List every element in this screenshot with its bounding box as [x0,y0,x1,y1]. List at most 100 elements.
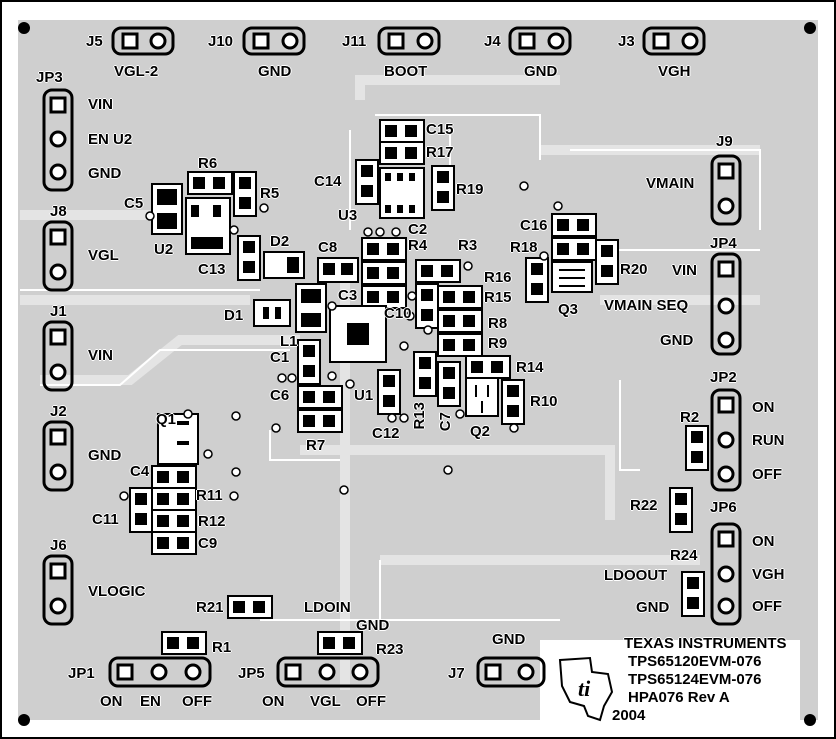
ref-c11: C11 [92,511,119,528]
jp1-pin3: OFF [182,693,212,710]
jp6-pin2: VGH [752,566,785,583]
ref-c15: C15 [426,121,454,138]
j7-label: GND [492,631,526,648]
jp1-pin1: ON [100,693,123,710]
j4-ref: J4 [484,33,501,50]
ref-c5: C5 [124,195,144,212]
ref-r8: R8 [488,315,508,332]
ldoin-label: LDOIN [304,599,351,616]
jp3-pin1: VIN [88,96,114,113]
j10-label: GND [258,63,292,80]
ref-r17: R17 [426,144,454,161]
ref-r11: R11 [196,487,223,504]
svg-text:ti: ti [578,676,591,701]
j2-label: GND [88,447,122,464]
ref-r2: R2 [680,409,700,426]
ref-r6: R6 [198,155,218,172]
jp2-ref: JP2 [710,369,737,386]
ldoout-gnd-label: GND [636,599,670,616]
ref-r19: R19 [456,181,484,198]
j5-ref: J5 [86,33,103,50]
jp1-ref: JP1 [68,665,95,682]
ref-q2: Q2 [470,423,491,440]
ref-c1: C1 [270,349,290,366]
ref-r23: R23 [376,641,404,658]
mounting-hole [804,714,816,726]
ref-r18: R18 [510,239,538,256]
mounting-hole [18,22,30,34]
title-part2: TPS65124EVM-076 [628,671,762,688]
jp1-pin2: EN [140,693,161,710]
jp3-pin3: GND [88,165,122,182]
title-part1: TPS65120EVM-076 [628,653,762,670]
ref-c12: C12 [372,425,400,442]
jp4-ref: JP4 [710,235,737,252]
ref-r20: R20 [620,261,648,278]
ref-c13: C13 [198,261,226,278]
ref-r24: R24 [670,547,698,564]
ref-c2: C2 [408,221,428,238]
j4-label: GND [524,63,558,80]
ref-r9: R9 [488,335,508,352]
j8-label: VGL [88,247,119,264]
j9-label: VMAIN [646,175,695,192]
title-revision: HPA076 Rev A [628,689,730,706]
ref-c10: C10 [384,305,412,322]
ref-r4: R4 [408,237,428,254]
mounting-hole [804,22,816,34]
j5-label: VGL-2 [114,63,159,80]
ref-r3: R3 [458,237,478,254]
ref-u3: U3 [338,207,358,224]
ref-c3: C3 [338,287,358,304]
jp2-pin1: ON [752,399,775,416]
ref-r14: R14 [516,359,544,376]
jp6-pin1: ON [752,533,775,550]
jp4-pin1: VIN [672,262,698,279]
title-year: 2004 [612,707,646,724]
ref-r16: R16 [484,269,512,286]
j3-label: VGH [658,63,691,80]
ref-c4: C4 [130,463,150,480]
j6-label: VLOGIC [88,583,146,600]
jp5-pin3: OFF [356,693,386,710]
j1-label: VIN [88,347,114,364]
title-company: TEXAS INSTRUMENTS [624,635,787,652]
ref-c14: C14 [314,173,342,190]
jp6-ref: JP6 [710,499,737,516]
ref-l1: L1 [280,333,298,350]
ldoout-label: LDOOUT [604,567,668,584]
ref-u2: U2 [154,241,174,258]
jp5-pin1: ON [262,693,285,710]
ti-logo-icon: ti [558,656,614,722]
ref-u1: U1 [354,387,374,404]
jp2-pin3: OFF [752,466,782,483]
ref-c8: C8 [318,239,338,256]
ref-r13: R13 [411,402,428,430]
jp5-ref: JP5 [238,665,265,682]
j1-ref: J1 [50,303,67,320]
jp4-pin3: GND [660,332,694,349]
ref-d2: D2 [270,233,290,250]
jp6-pin3: OFF [752,598,782,615]
ref-c16: C16 [520,217,548,234]
j8-ref: J8 [50,203,67,220]
j7-ref: J7 [448,665,465,682]
jp3-ref: JP3 [36,69,63,86]
j3-ref: J3 [618,33,635,50]
j11-ref: J11 [342,33,367,50]
ref-q1: Q1 [156,411,177,428]
ref-r5: R5 [260,185,280,202]
ref-r22: R22 [630,497,658,514]
ref-d1: D1 [224,307,244,324]
ref-c7: C7 [437,412,454,432]
j6-ref: J6 [50,537,67,554]
ref-c6: C6 [270,387,290,404]
ref-c9: C9 [198,535,218,552]
ref-r1: R1 [212,639,232,656]
ref-r21: R21 [196,599,224,616]
j2-ref: J2 [50,403,67,420]
jp4-pin2: VMAIN SEQ [604,297,689,314]
ldoin-gnd-label: GND [356,617,390,634]
jp5-pin2: VGL [310,693,341,710]
j9-ref: J9 [716,133,733,150]
